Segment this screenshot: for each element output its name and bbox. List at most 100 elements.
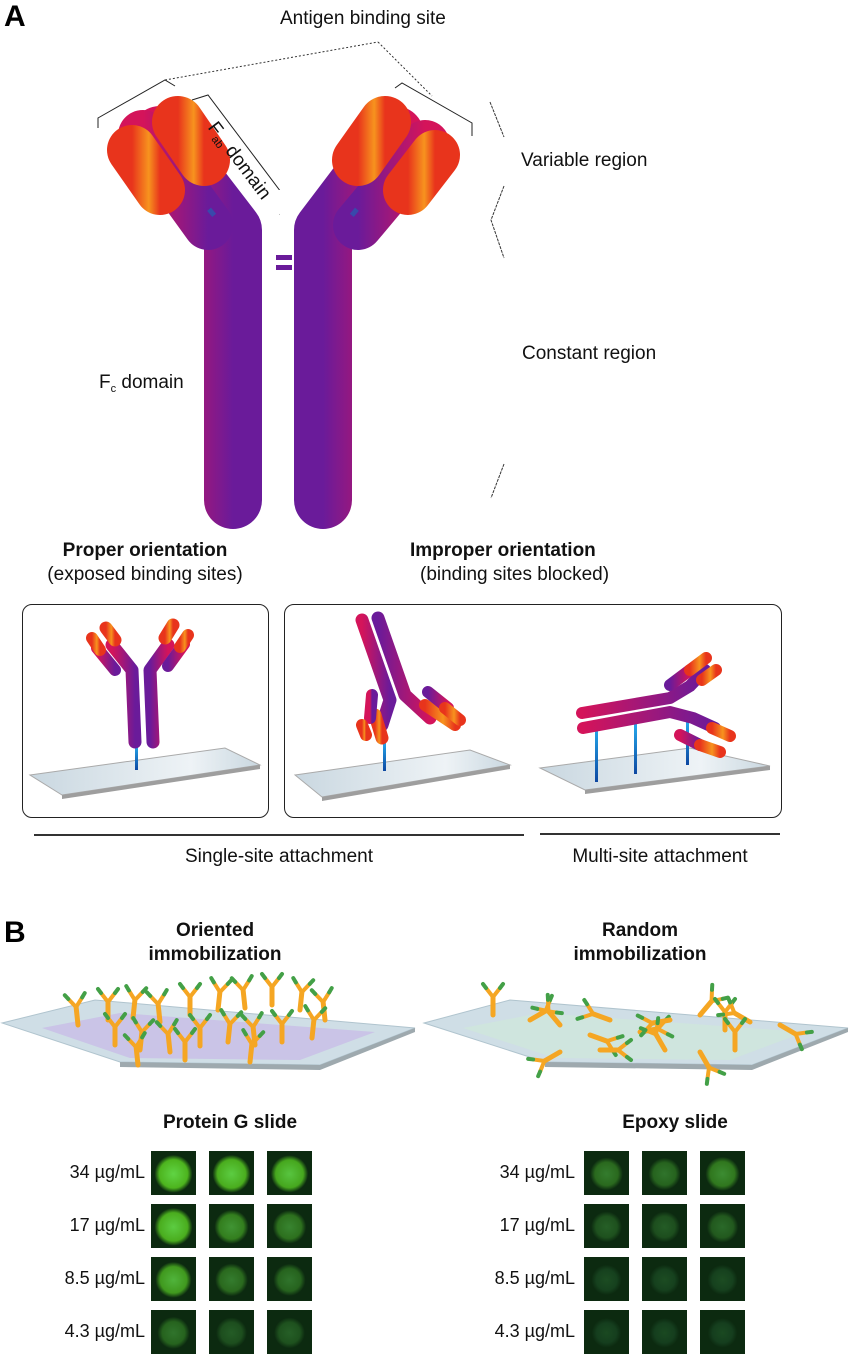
single-site-rule	[34, 834, 524, 836]
antibody-diagram	[107, 96, 460, 529]
oriented-antibody	[303, 1004, 328, 1041]
orientation-illustrations	[28, 611, 771, 801]
fc-domain-label: Fc domain	[99, 372, 184, 395]
random-antibodies	[481, 982, 814, 1086]
oriented-antibody	[122, 1031, 147, 1068]
right-heavy-fab-tip	[332, 96, 411, 186]
protein_g-spot	[266, 1150, 313, 1196]
antibody-improper-multi	[576, 652, 736, 758]
left-light-chain	[107, 110, 233, 250]
random-antibody	[481, 982, 505, 1018]
bracket-constant-bottom	[490, 463, 505, 499]
protein_g-spot	[150, 1256, 197, 1302]
random-antibody	[530, 992, 563, 1028]
variable-region-label: Variable region	[521, 150, 648, 171]
oriented-antibody	[219, 1008, 244, 1045]
oriented-antibody	[62, 991, 87, 1028]
linker-improper-single	[383, 738, 386, 771]
proper-orientation-title: Proper orientation	[62, 540, 228, 561]
antigen-binding-site-label: Antigen binding site	[280, 8, 446, 29]
protein_g-spot	[208, 1150, 255, 1196]
fc-sub: c	[110, 383, 117, 395]
left-heavy-fab-tip	[152, 96, 230, 186]
random-antibody	[723, 1017, 747, 1053]
epoxy-spot	[641, 1203, 688, 1249]
epoxy-spot	[699, 1309, 746, 1355]
protein_g-spot	[266, 1203, 313, 1249]
concentration-label: 4.3 µg/mL	[494, 1321, 575, 1341]
fc-main: F	[99, 372, 111, 393]
bracket-variable-right	[489, 101, 505, 138]
epoxy-spot	[583, 1309, 630, 1355]
antigen-dash-left	[164, 41, 379, 81]
linker-multi-2	[634, 718, 637, 774]
epoxy-spot	[641, 1256, 688, 1302]
oriented-antibody	[260, 972, 284, 1008]
concentration-label: 17 µg/mL	[499, 1215, 575, 1235]
concentration-label: 34 µg/mL	[499, 1162, 575, 1182]
random-title-1: Random	[602, 920, 678, 941]
protein_g-spot	[150, 1203, 197, 1249]
protein_g-spot	[150, 1150, 197, 1196]
panel-a-letter: A	[4, 0, 26, 33]
fc-rest: domain	[116, 372, 184, 393]
epoxy-spot	[699, 1150, 746, 1196]
immobilization-illustrations	[0, 972, 849, 1086]
single-site-label: Single-site attachment	[185, 846, 373, 867]
epoxy-spot	[641, 1150, 688, 1196]
oriented-antibody	[229, 974, 254, 1011]
right-light-chain	[333, 120, 460, 250]
random-antibody	[777, 1022, 814, 1052]
oriented-antibody	[239, 1011, 264, 1048]
oriented-title-1: Oriented	[175, 920, 255, 941]
epoxy-spot	[699, 1203, 746, 1249]
protein_g-spot	[208, 1309, 255, 1355]
oriented-antibody	[241, 1028, 266, 1065]
antigen-dash-right	[377, 41, 433, 97]
epoxy-spot	[699, 1256, 746, 1302]
oriented-antibody	[291, 976, 316, 1013]
bracket-right-variable	[394, 82, 473, 136]
improper-orientation-title: Improper orientation	[410, 540, 596, 561]
concentration-label: 8.5 µg/mL	[494, 1268, 575, 1288]
concentration-label: 17 µg/mL	[69, 1215, 145, 1235]
panel-b-letter: B	[4, 916, 26, 949]
oriented-antibody	[178, 982, 202, 1018]
concentration-label: 4.3 µg/mL	[64, 1321, 145, 1341]
antibody-proper	[86, 618, 194, 749]
concentration-label: 34 µg/mL	[69, 1162, 145, 1182]
bracket-variable-right-2	[490, 185, 505, 259]
oriented-antibodies	[62, 972, 334, 1068]
protein_g-spot	[266, 1309, 313, 1355]
disulfide-bond-1	[276, 255, 292, 260]
concentration-label: 8.5 µg/mL	[64, 1268, 145, 1288]
right-linker	[349, 207, 359, 217]
disulfide-bond-2	[276, 265, 292, 270]
oriented-antibody	[270, 1009, 294, 1045]
random-antibody	[638, 1016, 668, 1053]
oriented-antibody	[154, 1018, 179, 1055]
oriented-antibody	[144, 988, 169, 1025]
proper-orientation-subtitle: (exposed binding sites)	[47, 564, 243, 585]
epoxy-title: Epoxy slide	[622, 1112, 728, 1133]
protein_g-spot	[266, 1256, 313, 1302]
random-antibody	[716, 995, 753, 1025]
oriented-antibody	[124, 984, 149, 1021]
bracket-left-variable	[97, 79, 176, 128]
linker-multi-1	[595, 720, 598, 782]
left-linker	[207, 207, 217, 217]
random-title-2: immobilization	[573, 944, 707, 965]
random-antibody	[597, 1038, 633, 1062]
antibody-improper-single	[355, 611, 466, 745]
multi-site-rule	[540, 833, 780, 835]
oriented-title-2: immobilization	[148, 944, 282, 965]
epoxy-spot	[583, 1150, 630, 1196]
multi-site-label: Multi-site attachment	[572, 846, 748, 867]
oriented-antibody	[103, 1012, 127, 1048]
random-antibody	[526, 1049, 563, 1079]
protein_g-spot	[150, 1309, 197, 1355]
constant-region-label: Constant region	[522, 343, 657, 364]
oriented-antibody	[173, 1027, 197, 1063]
oriented-antibody	[209, 976, 234, 1013]
epoxy-spot	[583, 1203, 630, 1249]
